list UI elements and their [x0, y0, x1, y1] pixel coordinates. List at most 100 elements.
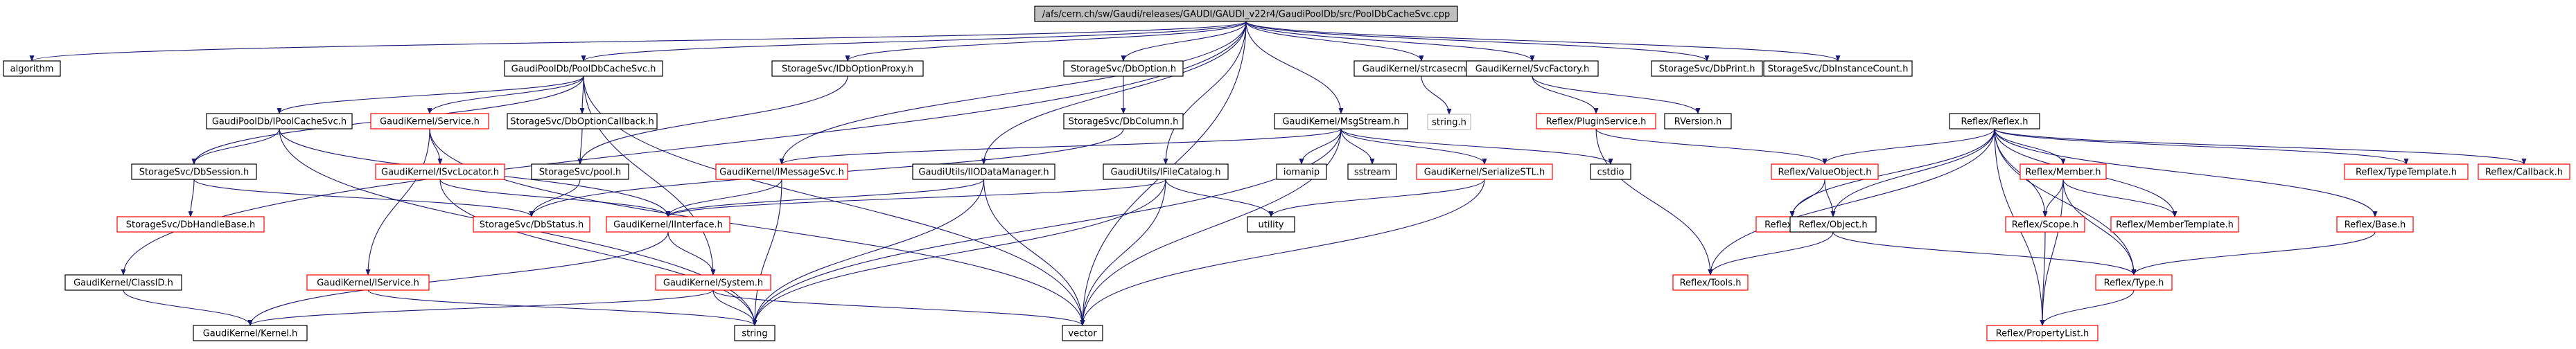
node-propertyList[interactable]: Reflex/PropertyList.h	[1986, 325, 2099, 341]
node-callback[interactable]: Reflex/Callback.h	[2478, 163, 2570, 180]
node-label: StorageSvc/pool.h	[539, 168, 621, 178]
node-dbOption[interactable]: StorageSvc/DbOption.h	[1063, 60, 1184, 77]
node-box	[1103, 163, 1229, 180]
edge-poolh-to-dbStatus	[529, 179, 581, 217]
node-box	[1062, 325, 1103, 341]
node-label: Reflex/PropertyList.h	[1996, 329, 2089, 339]
node-box	[1427, 114, 1471, 130]
node-tools[interactable]: Reflex/Tools.h	[1672, 274, 1749, 291]
edge-iMessageSvc-to-iInterface	[665, 179, 782, 217]
edge-pluginService-to-tools	[1595, 128, 1713, 276]
edge-reflex-to-object	[1830, 128, 1995, 217]
node-box	[715, 163, 848, 180]
node-system[interactable]: GaudiKernel/System.h	[655, 274, 771, 291]
node-label: Reflex/Tools.h	[1680, 278, 1742, 289]
node-dbColumn[interactable]: StorageSvc/DbColumn.h	[1063, 113, 1184, 129]
edge-pluginService-to-valueObject	[1595, 128, 1828, 165]
edge-system-to-string	[712, 289, 757, 326]
node-dbStatus[interactable]: StorageSvc/DbStatus.h	[473, 216, 590, 233]
node-serializeSTL[interactable]: GaudiKernel/SerializeSTL.h	[1416, 163, 1553, 180]
node-label: GaudiPoolDb/IPoolCacheSvc.h	[212, 117, 347, 127]
edge-reflex-to-base	[1994, 128, 2378, 217]
edge-root-to-iFileCatalog	[1163, 21, 1247, 165]
edge-strcasecmp-to-stringh	[1421, 75, 1452, 115]
node-memberTemplate[interactable]: Reflex/MemberTemplate.h	[2110, 216, 2239, 233]
node-label: GaudiKernel/ClassID.h	[73, 278, 173, 289]
node-box	[1664, 113, 1732, 129]
edge-root-to-svcFactory	[1245, 21, 1535, 62]
node-box	[504, 60, 663, 77]
node-typeTemplate[interactable]: Reflex/TypeTemplate.h	[2344, 163, 2469, 180]
node-scope[interactable]: Reflex/Scope.h	[2005, 216, 2085, 233]
node-box	[531, 163, 629, 180]
edge-reflex-to-tools	[1708, 128, 1995, 276]
node-dbHandleBase[interactable]: StorageSvc/DbHandleBase.h	[116, 216, 265, 233]
node-box	[1466, 60, 1599, 77]
node-label: GaudiKernel/Service.h	[380, 117, 480, 127]
node-iFileCatalog[interactable]: GaudiUtils/IFileCatalog.h	[1103, 163, 1229, 180]
node-iDbOptionProxy[interactable]: StorageSvc/IDbOptionProxy.h	[771, 60, 924, 77]
node-box	[306, 274, 430, 291]
node-strcasecmp[interactable]: GaudiKernel/strcasecmp.h	[1353, 60, 1489, 77]
node-object[interactable]: Reflex/Object.h	[1789, 216, 1877, 233]
edge-iDbOptionProxy-to-poolh	[577, 75, 848, 165]
node-label: Reflex/ValueObject.h	[1778, 168, 1872, 178]
node-box	[1763, 60, 1913, 77]
node-label: Reflex/Base.h	[2345, 220, 2406, 231]
node-svcFactory[interactable]: GaudiKernel/SvcFactory.h	[1466, 60, 1599, 77]
node-box	[2336, 216, 2414, 233]
node-service[interactable]: GaudiKernel/Service.h	[370, 113, 489, 129]
node-label: utility	[1259, 220, 1284, 231]
node-label: StorageSvc/DbHandleBase.h	[126, 220, 255, 231]
node-iPoolCacheSvc[interactable]: GaudiPoolDb/IPoolCacheSvc.h	[206, 113, 353, 129]
edge-iFileCatalog-to-iInterface	[665, 179, 1166, 217]
edge-iioDataManager-to-string	[752, 179, 985, 326]
edge-root-to-poolDbCacheSvc_h	[581, 21, 1247, 62]
node-iioDataManager[interactable]: GaudiUtils/IIODataManager.h	[912, 163, 1055, 180]
node-label: StorageSvc/DbSession.h	[139, 168, 249, 178]
node-box	[2005, 216, 2085, 233]
edge-reflex-to-typeTemplate	[1994, 128, 2409, 165]
node-valueObject[interactable]: Reflex/ValueObject.h	[1771, 163, 1879, 180]
node-msgStream[interactable]: GaudiKernel/MsgStream.h	[1274, 113, 1408, 129]
node-iSvcLocator[interactable]: GaudiKernel/ISvcLocator.h	[375, 163, 505, 180]
node-label: sstream	[1354, 168, 1390, 178]
edge-svcFactory-to-rversion	[1532, 75, 1701, 114]
edge-reflex-to-type	[1994, 128, 2137, 276]
edge-iFileCatalog-to-string	[752, 179, 1166, 326]
edge-iSvcLocator-to-string	[439, 179, 757, 326]
edge-serializeSTL-to-vector	[1080, 179, 1485, 326]
node-base[interactable]: Reflex/Base.h	[2336, 216, 2414, 233]
node-label: GaudiUtils/IIODataManager.h	[918, 168, 1049, 178]
edge-poolDbCacheSvc_h-to-service	[427, 75, 584, 114]
node-dbSession[interactable]: StorageSvc/DbSession.h	[131, 163, 257, 180]
node-poolh[interactable]: StorageSvc/pool.h	[531, 163, 629, 180]
node-box	[1672, 274, 1749, 291]
node-box	[370, 113, 489, 129]
node-reflex[interactable]: Reflex/Reflex.h	[1949, 113, 2040, 129]
node-iInterface[interactable]: GaudiKernel/IInterface.h	[606, 216, 730, 233]
node-dbOptionCallback[interactable]: StorageSvc/DbOptionCallback.h	[507, 113, 658, 129]
edge-member-to-memberTemplate	[2062, 179, 2178, 217]
node-type[interactable]: Reflex/Type.h	[2095, 274, 2173, 291]
node-box	[131, 163, 257, 180]
edge-poolDbCacheSvc_h-to-system	[583, 75, 716, 276]
node-iService[interactable]: GaudiKernel/IService.h	[306, 274, 430, 291]
node-dbPrint[interactable]: StorageSvc/DbPrint.h	[1651, 60, 1763, 77]
edge-reflex-to-member	[1994, 128, 2066, 165]
node-classID[interactable]: GaudiKernel/ClassID.h	[64, 274, 182, 291]
edge-msgStream-to-vector	[1080, 128, 1342, 326]
node-label: Reflex/Member.h	[2025, 168, 2101, 178]
node-label: GaudiKernel/SvcFactory.h	[1475, 64, 1589, 75]
node-box	[2110, 216, 2239, 233]
node-iMessageSvc[interactable]: GaudiKernel/IMessageSvc.h	[715, 163, 848, 180]
node-box	[2478, 163, 2570, 180]
node-member[interactable]: Reflex/Member.h	[2019, 163, 2107, 180]
node-pluginService[interactable]: Reflex/PluginService.h	[1536, 113, 1656, 129]
node-stringh: string.h	[1427, 114, 1471, 130]
node-box	[734, 325, 776, 341]
node-poolDbCacheSvc_h[interactable]: GaudiPoolDb/PoolDbCacheSvc.h	[504, 60, 663, 77]
node-box	[1771, 163, 1879, 180]
node-kernel[interactable]: GaudiKernel/Kernel.h	[193, 325, 308, 341]
